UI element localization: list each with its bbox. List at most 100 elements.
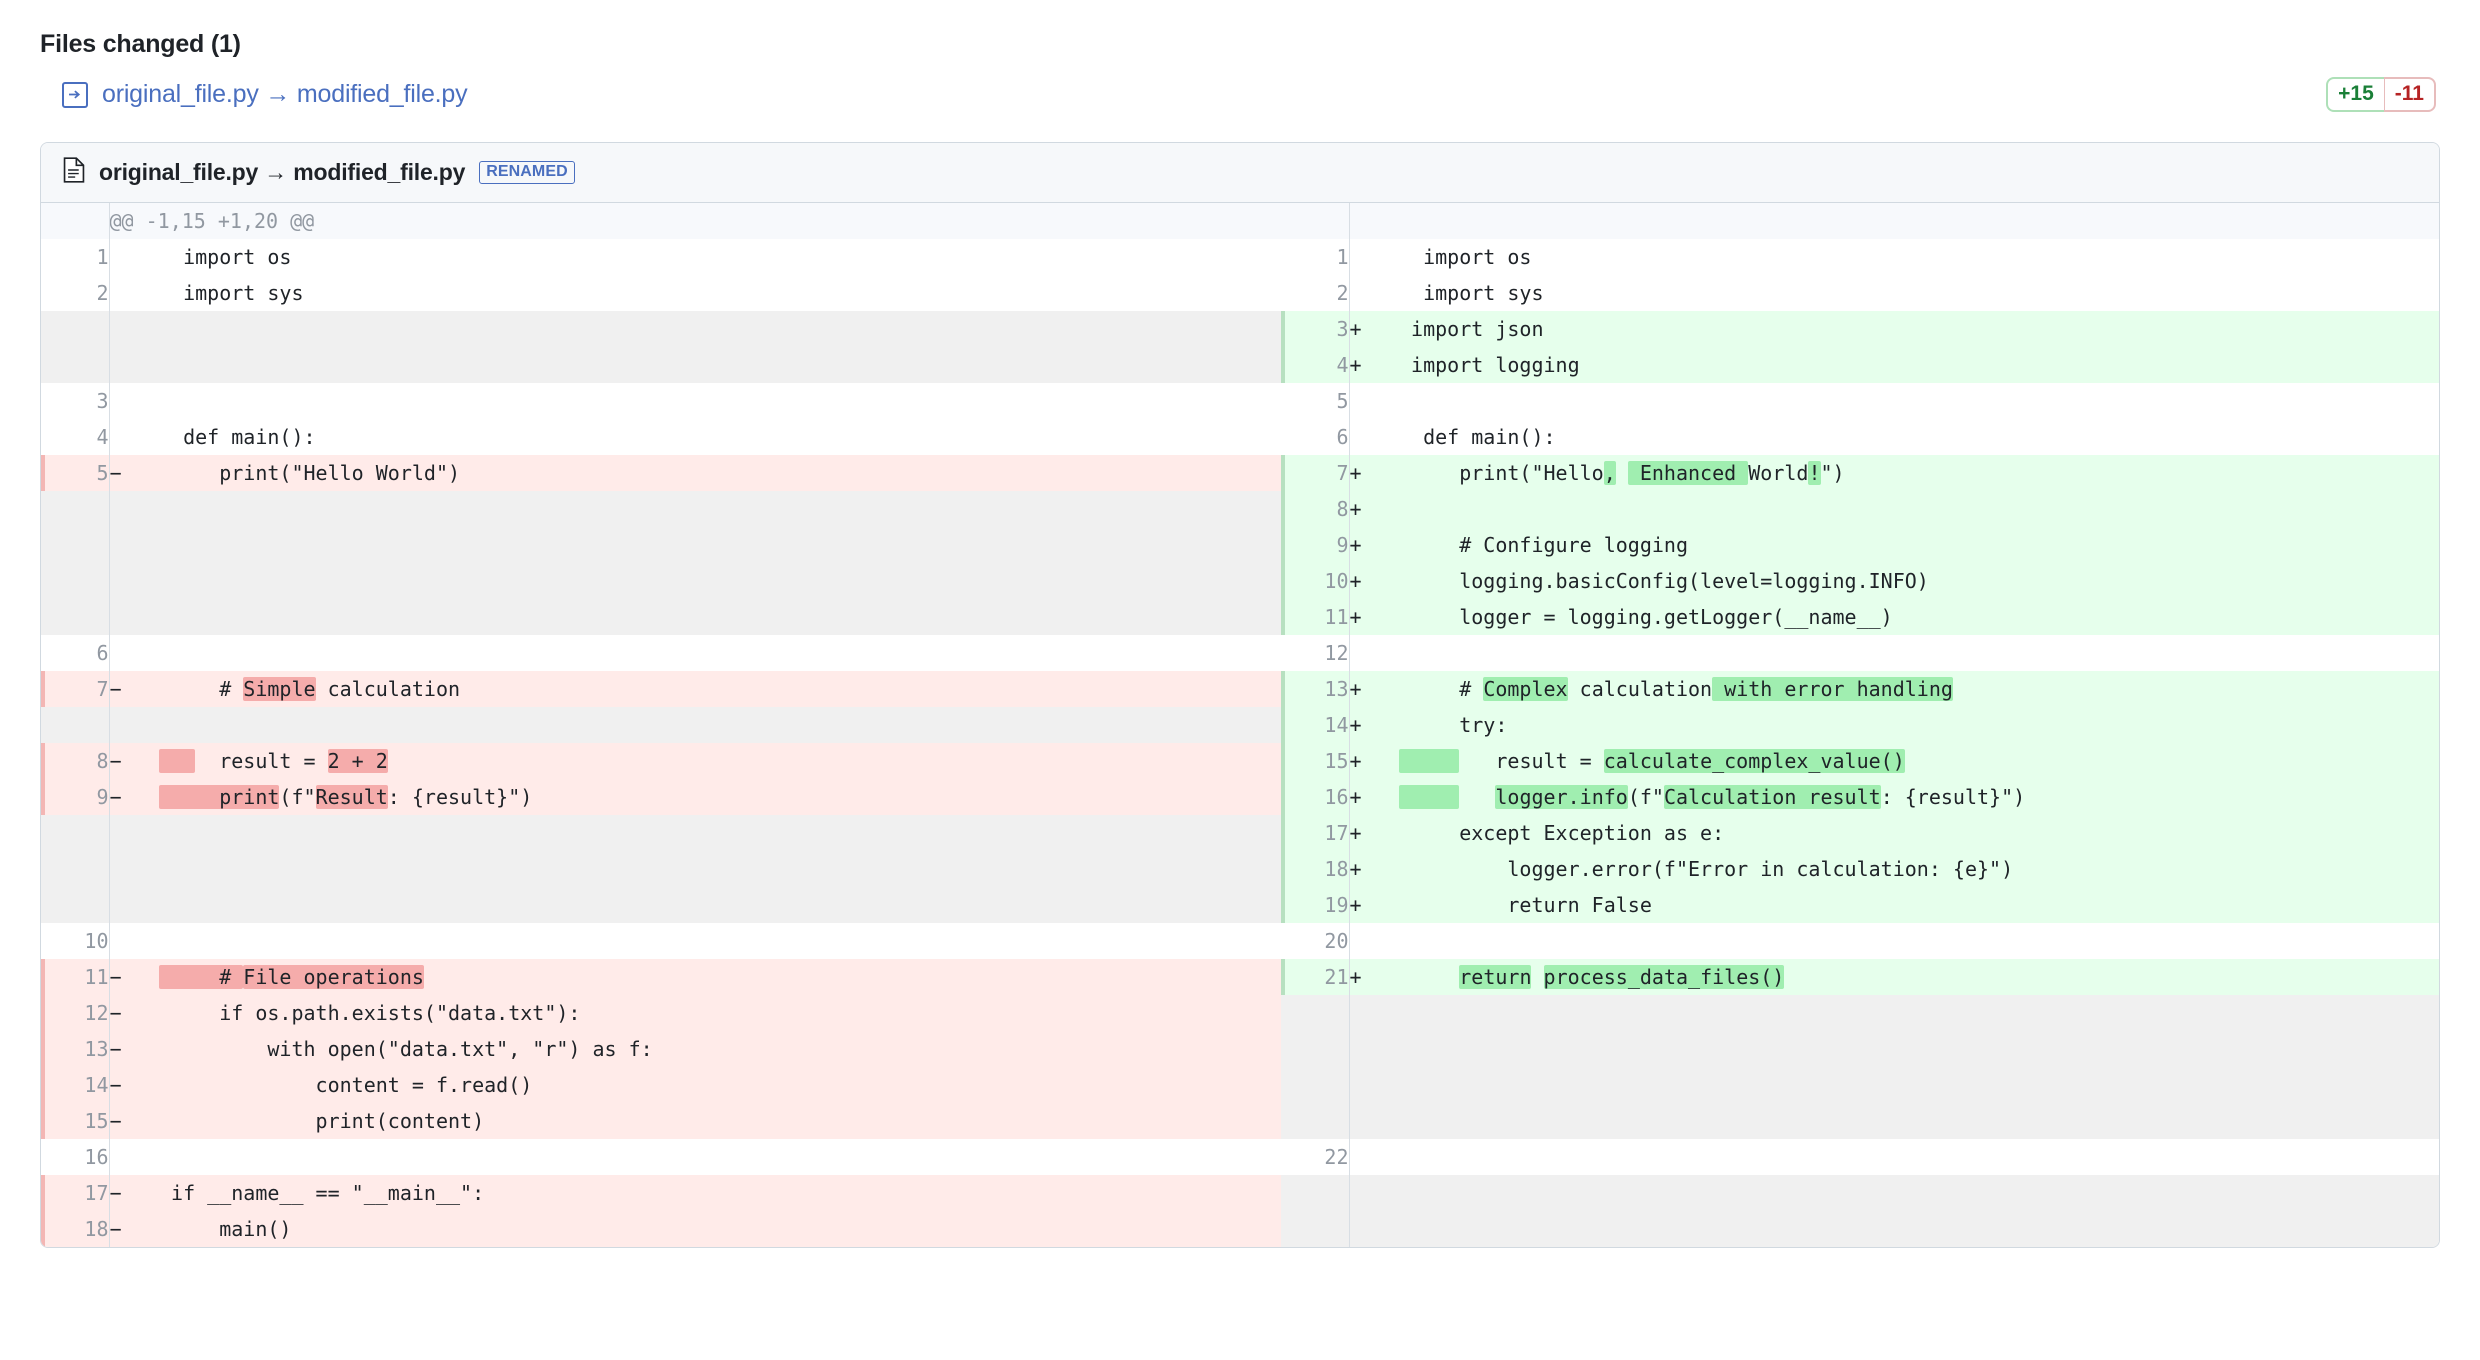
- line-number-left[interactable]: [41, 707, 110, 743]
- code-cell-left[interactable]: [159, 923, 1282, 959]
- line-number-left[interactable]: [41, 599, 110, 635]
- line-number-right[interactable]: 18: [1281, 851, 1350, 887]
- code-cell-right[interactable]: import sys: [1399, 275, 2439, 311]
- code-cell-left[interactable]: import os: [159, 239, 1282, 275]
- line-number-right[interactable]: 12: [1281, 635, 1350, 671]
- code-cell-left[interactable]: with open("data.txt", "r") as f:: [159, 1031, 1282, 1067]
- code-cell-left[interactable]: [159, 383, 1282, 419]
- code-cell-right[interactable]: [1399, 1175, 2439, 1211]
- line-number-left[interactable]: 12: [41, 995, 110, 1031]
- code-cell-right[interactable]: import logging: [1399, 347, 2439, 383]
- line-number-right[interactable]: 7: [1281, 455, 1350, 491]
- code-cell-right[interactable]: def main():: [1399, 419, 2439, 455]
- code-cell-right[interactable]: # Configure logging: [1399, 527, 2439, 563]
- code-cell-left[interactable]: print(content): [159, 1103, 1282, 1139]
- line-number-left[interactable]: [41, 887, 110, 923]
- code-cell-left[interactable]: [159, 311, 1282, 347]
- code-cell-right[interactable]: [1399, 383, 2439, 419]
- line-number-right[interactable]: [1281, 1031, 1350, 1067]
- line-number-right[interactable]: 15: [1281, 743, 1350, 779]
- code-cell-left[interactable]: content = f.read(): [159, 1067, 1282, 1103]
- code-cell-right[interactable]: [1399, 1103, 2439, 1139]
- code-cell-right[interactable]: [1399, 995, 2439, 1031]
- line-number-left[interactable]: 11: [41, 959, 110, 995]
- code-cell-right[interactable]: logging.basicConfig(level=logging.INFO): [1399, 563, 2439, 599]
- code-cell-left[interactable]: [159, 707, 1282, 743]
- line-number-right[interactable]: 3: [1281, 311, 1350, 347]
- line-number-right[interactable]: 4: [1281, 347, 1350, 383]
- code-cell-left[interactable]: # Simple calculation: [159, 671, 1282, 707]
- line-number-right[interactable]: 22: [1281, 1139, 1350, 1175]
- line-number-left[interactable]: 8: [41, 743, 110, 779]
- code-cell-left[interactable]: def main():: [159, 419, 1282, 455]
- line-number-right[interactable]: 17: [1281, 815, 1350, 851]
- line-number-left[interactable]: 1: [41, 239, 110, 275]
- line-number-left[interactable]: 5: [41, 455, 110, 491]
- line-number-left[interactable]: [41, 527, 110, 563]
- line-number-right[interactable]: 8: [1281, 491, 1350, 527]
- line-number-left[interactable]: 13: [41, 1031, 110, 1067]
- line-number-right[interactable]: 5: [1281, 383, 1350, 419]
- code-cell-right[interactable]: print("Hello, Enhanced World!"): [1399, 455, 2439, 491]
- line-number-right[interactable]: 21: [1281, 959, 1350, 995]
- line-number-right[interactable]: 19: [1281, 887, 1350, 923]
- code-cell-right[interactable]: import os: [1399, 239, 2439, 275]
- line-number-left[interactable]: 2: [41, 275, 110, 311]
- line-number-left[interactable]: [41, 563, 110, 599]
- code-cell-right[interactable]: except Exception as e:: [1399, 815, 2439, 851]
- code-cell-right[interactable]: return process_data_files(): [1399, 959, 2439, 995]
- code-cell-left[interactable]: main(): [159, 1211, 1282, 1247]
- code-cell-right[interactable]: [1399, 635, 2439, 671]
- code-cell-left[interactable]: # File operations: [159, 959, 1282, 995]
- line-number-left[interactable]: 3: [41, 383, 110, 419]
- code-cell-left[interactable]: print("Hello World"): [159, 455, 1282, 491]
- line-number-left[interactable]: 9: [41, 779, 110, 815]
- code-cell-left[interactable]: [159, 851, 1282, 887]
- line-number-left[interactable]: [41, 311, 110, 347]
- code-cell-left[interactable]: import sys: [159, 275, 1282, 311]
- line-number-right[interactable]: [1281, 1103, 1350, 1139]
- code-cell-left[interactable]: [159, 815, 1282, 851]
- line-number-left[interactable]: 18: [41, 1211, 110, 1247]
- line-number-left[interactable]: [41, 851, 110, 887]
- line-number-right[interactable]: 20: [1281, 923, 1350, 959]
- code-cell-right[interactable]: # Complex calculation with error handlin…: [1399, 671, 2439, 707]
- code-cell-right[interactable]: [1399, 1067, 2439, 1103]
- code-cell-left[interactable]: [159, 527, 1282, 563]
- file-summary-link[interactable]: original_file.py → modified_file.py: [102, 80, 468, 108]
- code-cell-left[interactable]: [159, 347, 1282, 383]
- line-number-right[interactable]: 9: [1281, 527, 1350, 563]
- line-number-right[interactable]: 11: [1281, 599, 1350, 635]
- line-number-right[interactable]: [1281, 995, 1350, 1031]
- code-cell-left[interactable]: [159, 491, 1282, 527]
- line-number-left[interactable]: 7: [41, 671, 110, 707]
- code-cell-right[interactable]: result = calculate_complex_value(): [1399, 743, 2439, 779]
- code-cell-right[interactable]: logger = logging.getLogger(__name__): [1399, 599, 2439, 635]
- line-number-right[interactable]: [1281, 1211, 1350, 1247]
- line-number-right[interactable]: 14: [1281, 707, 1350, 743]
- line-number-right[interactable]: [1281, 1067, 1350, 1103]
- code-cell-left[interactable]: print(f"Result: {result}"): [159, 779, 1282, 815]
- code-cell-left[interactable]: if __name__ == "__main__":: [159, 1175, 1282, 1211]
- code-cell-right[interactable]: return False: [1399, 887, 2439, 923]
- line-number-right[interactable]: 16: [1281, 779, 1350, 815]
- line-number-left[interactable]: 14: [41, 1067, 110, 1103]
- code-cell-right[interactable]: logger.info(f"Calculation result: {resul…: [1399, 779, 2439, 815]
- line-number-right[interactable]: 13: [1281, 671, 1350, 707]
- code-cell-right[interactable]: [1399, 923, 2439, 959]
- line-number-left[interactable]: 16: [41, 1139, 110, 1175]
- line-number-left[interactable]: 17: [41, 1175, 110, 1211]
- code-cell-left[interactable]: [159, 599, 1282, 635]
- line-number-right[interactable]: 1: [1281, 239, 1350, 275]
- line-number-right[interactable]: 2: [1281, 275, 1350, 311]
- line-number-left[interactable]: 4: [41, 419, 110, 455]
- line-number-right[interactable]: 10: [1281, 563, 1350, 599]
- code-cell-right[interactable]: [1399, 491, 2439, 527]
- code-cell-left[interactable]: [159, 887, 1282, 923]
- code-cell-left[interactable]: [159, 563, 1282, 599]
- code-cell-right[interactable]: import json: [1399, 311, 2439, 347]
- line-number-left[interactable]: 6: [41, 635, 110, 671]
- code-cell-right[interactable]: try:: [1399, 707, 2439, 743]
- code-cell-right[interactable]: [1399, 1139, 2439, 1175]
- code-cell-right[interactable]: logger.error(f"Error in calculation: {e}…: [1399, 851, 2439, 887]
